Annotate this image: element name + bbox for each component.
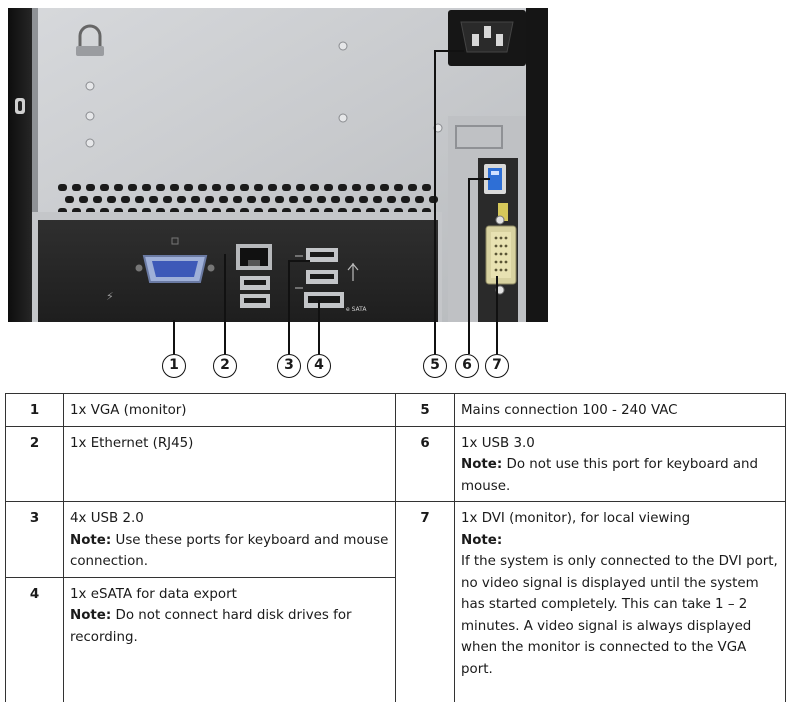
- row-description: 1x DVI (monitor), for local viewing Note…: [454, 501, 786, 702]
- row-number: 2: [5, 425, 64, 502]
- callout-line-1: [173, 320, 175, 354]
- callout-2: 2: [213, 354, 237, 378]
- callout-3: 3: [277, 354, 301, 378]
- callout-line-6: [468, 178, 470, 354]
- power-symbol-icon: ⚡: [106, 290, 114, 303]
- note-label: Note:: [461, 532, 503, 548]
- rear-panel-photo: e SATA ⚡: [8, 8, 548, 322]
- esata-port: e SATA: [304, 292, 367, 313]
- callout-line-2: [224, 254, 226, 354]
- row-title: 4x USB 2.0: [70, 511, 144, 526]
- row-number: 5: [395, 393, 455, 427]
- row-number: 3: [5, 501, 64, 578]
- row-description: 4x USB 2.0 Note: Use these ports for key…: [63, 501, 396, 578]
- callout-line-5: [434, 50, 436, 354]
- callout-5: 5: [423, 354, 447, 378]
- usb-symbol-icon: [347, 263, 359, 281]
- row-number: 1: [5, 393, 64, 427]
- row-title: 1x eSATA for data export: [70, 586, 237, 602]
- ventilation-grille: [58, 184, 438, 215]
- table-row: 3 4x USB 2.0 Note: Use these ports for k…: [5, 501, 786, 702]
- callout-4: 4: [307, 354, 331, 378]
- usb2-ports: [240, 248, 338, 308]
- callout-line-7: [496, 276, 498, 354]
- note-text: Use these ports for keyboard and mouse c…: [70, 532, 389, 570]
- row-number: 7: [395, 501, 455, 702]
- callout-line-5-top: [434, 50, 464, 52]
- callout-7: 7: [485, 354, 509, 378]
- padlock-loop-icon: [78, 24, 102, 48]
- mains-power-socket: [448, 10, 526, 66]
- row-description: 1x Ethernet (RJ45): [63, 425, 396, 502]
- row-description: 1x eSATA for data export Note: Do not co…: [63, 576, 396, 702]
- port-description-table: 1 1x VGA (monitor) 5 Mains connection 10…: [5, 393, 786, 702]
- table-row: 4 1x eSATA for data export Note: Do not …: [5, 576, 786, 702]
- table-row: 2 1x Ethernet (RJ45) 6 1x USB 3.0 Note: …: [5, 425, 786, 502]
- vga-port: [135, 237, 215, 283]
- ethernet-port: [236, 244, 272, 270]
- note-text: Do not connect hard disk drives for reco…: [70, 608, 352, 645]
- dvi-port: [485, 215, 517, 295]
- chassis-right-edge: [526, 8, 548, 322]
- row-title: 1x USB 3.0: [461, 435, 535, 451]
- callout-line-4: [318, 300, 320, 354]
- row-description: 1x VGA (monitor): [63, 393, 396, 427]
- note-label: Note:: [70, 532, 112, 548]
- callout-6: 6: [455, 354, 479, 378]
- row-description: Mains connection 100 - 240 VAC: [454, 393, 786, 427]
- row-number: 6: [395, 425, 455, 502]
- callout-1: 1: [162, 354, 186, 378]
- usb3-port: [484, 164, 506, 194]
- row-description: 1x USB 3.0 Note: Do not use this port fo…: [454, 425, 786, 502]
- note-text: Do not use this port for keyboard and mo…: [461, 457, 759, 494]
- expansion-card-bracket: [448, 116, 526, 322]
- chassis-left-edge: [8, 8, 32, 322]
- table-row: 1 1x VGA (monitor) 5 Mains connection 10…: [5, 393, 786, 427]
- note-text: If the system is only connected to the D…: [461, 554, 778, 677]
- row-number: 4: [5, 576, 64, 702]
- esata-port-label: e SATA: [346, 306, 367, 313]
- note-label: Note:: [461, 457, 503, 472]
- note-label: Note:: [70, 608, 112, 623]
- callout-line-3: [288, 260, 290, 354]
- callout-line-6-top: [468, 178, 490, 180]
- row-title: 1x DVI (monitor), for local viewing: [461, 511, 691, 526]
- callout-line-3-branch: [288, 260, 310, 262]
